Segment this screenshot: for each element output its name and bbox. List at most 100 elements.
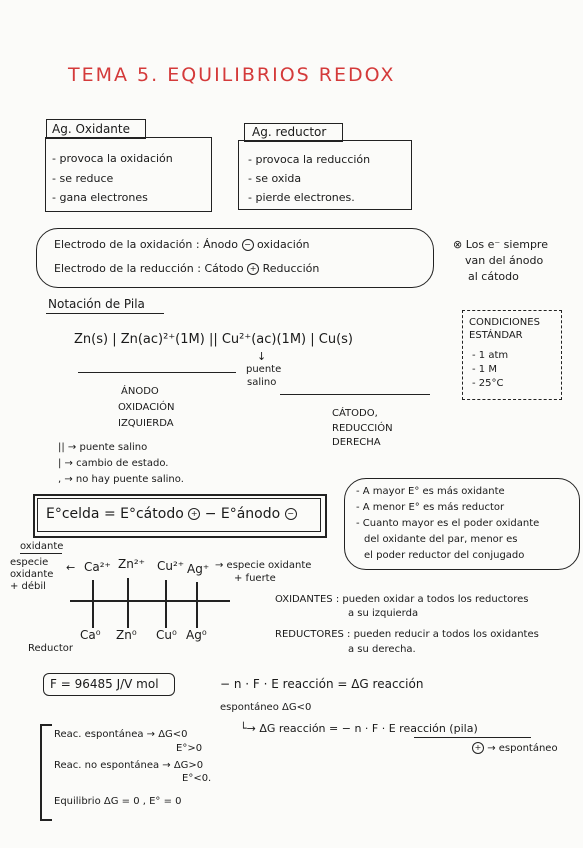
- spontaneity-line: E°>0: [176, 743, 203, 754]
- gibbs-spontaneous-text: → espontáneo: [487, 743, 558, 754]
- reductor-item: - provoca la reducción: [248, 153, 371, 166]
- anode-label: IZQUIERDA: [118, 418, 174, 429]
- electron-note-line: ⊗ Los e⁻ siempre: [453, 238, 548, 252]
- spontaneity-bracket-top: [40, 724, 52, 726]
- electrode-oxidation-line: Electrodo de la oxidación : Ánodo − oxid…: [54, 238, 310, 252]
- spontaneity-line: Reac. espontánea → ΔG<0: [54, 729, 188, 740]
- spontaneity-bracket-bottom: [40, 819, 52, 821]
- reductor-heading: Ag. reductor: [252, 125, 327, 139]
- cell-notation: Zn(s) | Zn(ac)²⁺(1M) || Cu²⁺(ac)(1M) | C…: [74, 332, 353, 347]
- scale-left-top: oxidante: [20, 541, 64, 552]
- cation: Ag⁺: [187, 562, 210, 576]
- scale-right-label: + fuerte: [234, 573, 276, 584]
- gibbs-spontaneous: + → espontáneo: [472, 742, 558, 756]
- electron-note-text: van del ánodo: [465, 254, 544, 267]
- cathode-label: REDUCCIÓN: [332, 423, 393, 434]
- e-reaction-underline: [414, 737, 531, 738]
- positive-sign-icon: +: [472, 742, 484, 754]
- e-notes-cloud: [344, 478, 580, 570]
- cathode-label: DERECHA: [332, 437, 381, 448]
- oxidante-box: [45, 137, 212, 212]
- electron-note-text: al cátodo: [468, 270, 519, 283]
- faraday-constant: F = 96485 J/V mol: [50, 677, 159, 691]
- metal: Ag⁰: [186, 628, 207, 642]
- cation: Ca²⁺: [84, 560, 111, 574]
- gibbs-line: └→ ΔG reacción = − n · F · E reacción (p…: [240, 722, 478, 735]
- bridge-arrow-icon: ↓: [257, 350, 267, 363]
- e-note: - Cuanto mayor es el poder oxidante: [356, 518, 540, 529]
- electrode-reduction-word: Reducción: [262, 262, 320, 275]
- cathode-label: CÁTODO,: [332, 408, 378, 419]
- oxidantes-text: a su izquierda: [348, 608, 419, 619]
- scale-bottom-left: Reductor: [28, 643, 73, 654]
- arrow-left-icon: ←: [66, 561, 76, 574]
- anode-bracket: [78, 372, 236, 373]
- scale-right-label: → especie oxidante: [215, 560, 312, 571]
- scale-tick: [165, 580, 167, 628]
- electrode-reduction-text: Electrodo de la reducción : Cátodo: [54, 262, 244, 275]
- oxidante-heading-box: [46, 119, 146, 139]
- notation-underline: [46, 313, 164, 314]
- page-title: TEMA 5. EQUILIBRIOS REDOX: [68, 64, 396, 86]
- electrode-reduction-line: Electrodo de la reducción : Cátodo + Red…: [54, 262, 319, 276]
- ecelda-formula-text: E°celda = E°cátodo: [46, 506, 184, 522]
- legend-item: | → cambio de estado.: [58, 458, 169, 469]
- negative-sign-icon: −: [284, 508, 297, 520]
- oxidante-item: - provoca la oxidación: [52, 152, 173, 165]
- scale-left-label: especie: [10, 557, 49, 568]
- electrodes-cloud: [36, 228, 434, 288]
- reductor-box: [238, 140, 412, 210]
- e-note: del oxidante del par, menor es: [364, 534, 518, 545]
- cross-circle-icon: ⊗: [453, 238, 463, 251]
- scale-left-label: oxidante: [10, 569, 54, 580]
- e-note: el poder reductor del conjugado: [364, 550, 525, 561]
- legend-item: || → puente salino: [58, 442, 148, 453]
- reductor-item: - se oxida: [248, 172, 302, 185]
- reductor-item: - pierde electrones.: [248, 191, 355, 204]
- oxidantes-text: OXIDANTES : pueden oxidar a todos los re…: [275, 594, 529, 605]
- cathode-bracket: [280, 394, 430, 395]
- reductor-heading-box: [244, 123, 343, 142]
- gibbs-line: − n · F · E reacción = ΔG reacción: [220, 677, 424, 691]
- standard-conditions-box: [462, 310, 562, 400]
- gibbs-line: espontáneo ΔG<0: [220, 702, 312, 713]
- spontaneity-line: E°<0.: [182, 773, 212, 784]
- notation-heading: Notación de Pila: [48, 297, 145, 311]
- cation: Cu²⁺: [157, 559, 185, 573]
- spontaneity-bracket: [40, 724, 42, 820]
- spontaneity-line: Equilibrio ΔG = 0 , E° = 0: [54, 796, 182, 807]
- standard-conditions-heading: CONDICIONES ESTÁNDAR: [469, 317, 540, 341]
- scale-axis: [70, 600, 230, 602]
- scale-tick: [127, 578, 129, 628]
- reductores-text: REDUCTORES : pueden reducir a todos los …: [275, 629, 539, 640]
- faraday-box: [43, 673, 175, 696]
- scale-tick: [196, 582, 198, 628]
- anode-label: OXIDACIÓN: [118, 402, 175, 413]
- metal: Cu⁰: [156, 628, 177, 642]
- reductores-text: a su derecha.: [348, 644, 416, 655]
- ecelda-formula-anode: − E°ánodo: [204, 506, 281, 522]
- standard-condition-item: - 1 atm: [472, 350, 509, 361]
- ecelda-formula: E°celda = E°cátodo + − E°ánodo −: [46, 506, 297, 524]
- e-note: - A mayor E° es más oxidante: [356, 486, 505, 497]
- scale-left-label: + débil: [10, 581, 46, 592]
- scale-left-underline: [20, 553, 62, 554]
- oxidante-heading: Ag. Oxidante: [52, 122, 130, 136]
- electrode-oxidation-text: Electrodo de la oxidación : Ánodo: [54, 238, 239, 251]
- cation: Zn²⁺: [118, 557, 145, 571]
- negative-sign-icon: −: [241, 239, 254, 251]
- bridge-label: puente: [246, 364, 282, 375]
- legend-item: , → no hay puente salino.: [58, 474, 184, 485]
- standard-condition-item: - 1 M: [472, 364, 497, 375]
- metal: Ca⁰: [80, 628, 101, 642]
- anode-label: ÁNODO: [121, 386, 159, 397]
- oxidante-item: - gana electrones: [52, 191, 148, 204]
- electrode-oxidation-word: oxidación: [257, 238, 310, 251]
- positive-sign-icon: +: [188, 508, 201, 520]
- metal: Zn⁰: [116, 628, 137, 642]
- ecelda-box: [33, 494, 327, 538]
- bridge-label: salino: [247, 377, 277, 388]
- ecelda-inner-box: [37, 498, 321, 532]
- e-note: - A menor E° es más reductor: [356, 502, 505, 513]
- scale-tick: [92, 580, 94, 628]
